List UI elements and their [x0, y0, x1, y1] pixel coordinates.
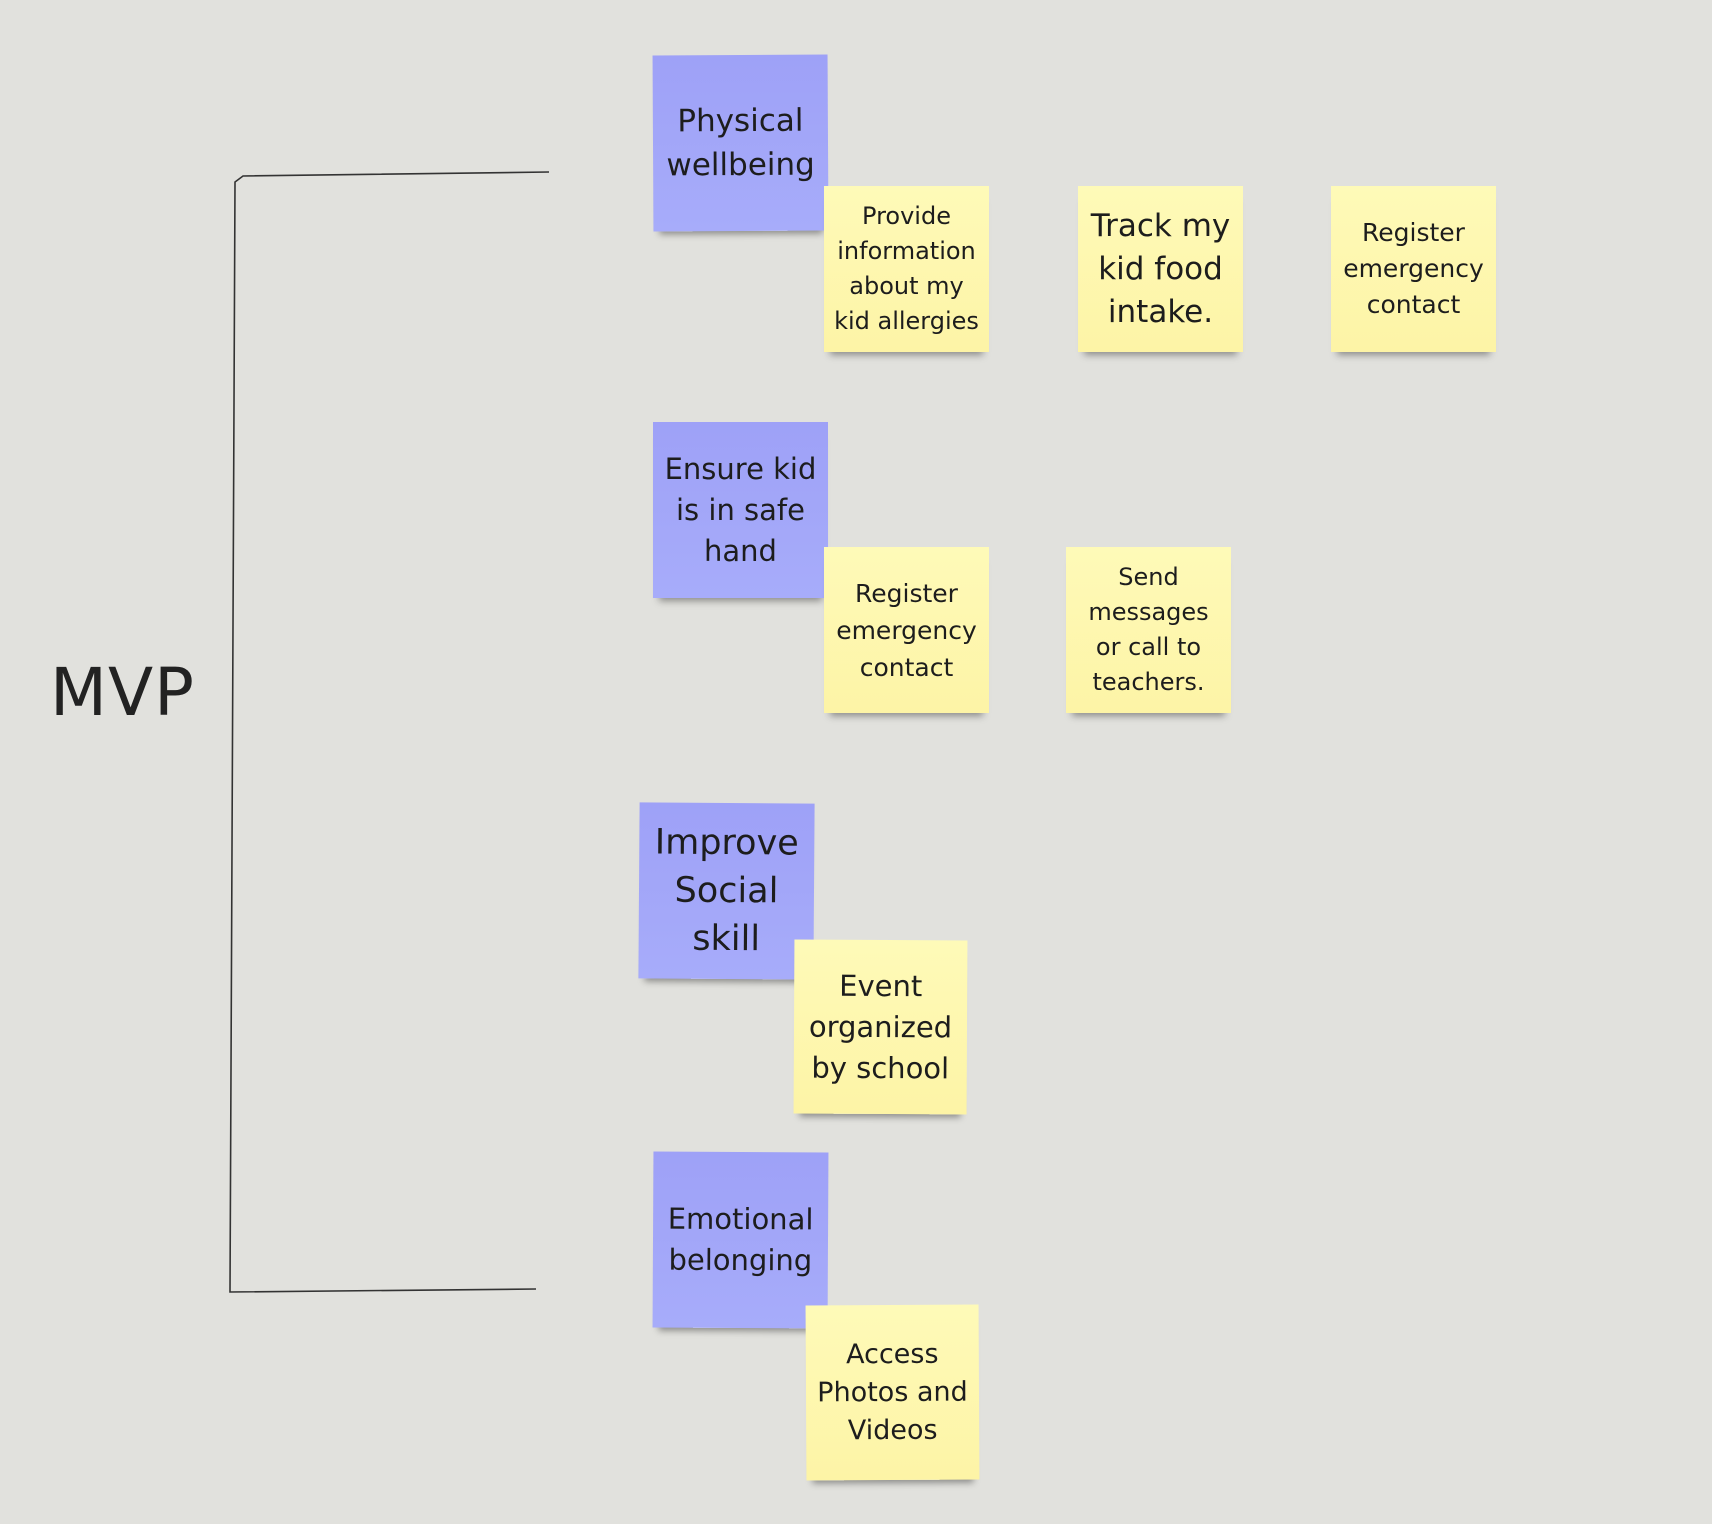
goal-note-label: Emotional belonging	[667, 1201, 814, 1278]
feature-note-label: Register emergency contact	[836, 578, 977, 682]
feature-note-track-food-intake[interactable]: Track my kid food intake.	[1078, 186, 1243, 352]
mvp-bracket-line	[229, 171, 550, 1293]
goal-note-label: Ensure kid is in safe hand	[664, 451, 817, 568]
feature-note-school-events[interactable]: Event organized by school	[793, 939, 968, 1115]
feature-note-label: Access Photos and Videos	[817, 1338, 968, 1446]
feature-note-label: Provide information about my kid allergi…	[834, 202, 979, 335]
feature-note-register-emergency-contact-2[interactable]: Register emergency contact	[824, 547, 989, 713]
goal-note-safe-hand[interactable]: Ensure kid is in safe hand	[653, 422, 828, 598]
feature-note-label: Send messages or call to teachers.	[1088, 563, 1209, 696]
feature-note-message-teachers[interactable]: Send messages or call to teachers.	[1066, 547, 1231, 713]
feature-note-label: Register emergency contact	[1343, 218, 1484, 319]
goal-note-label: Physical wellbeing	[666, 102, 815, 184]
goal-note-physical-wellbeing[interactable]: Physical wellbeing	[652, 54, 829, 232]
feature-note-register-emergency-contact[interactable]: Register emergency contact	[1331, 186, 1496, 352]
goal-note-social-skill[interactable]: Improve Social skill	[638, 802, 815, 980]
feature-note-allergies-info[interactable]: Provide information about my kid allergi…	[824, 186, 989, 352]
goal-note-label: Improve Social skill	[654, 822, 799, 960]
mvp-label: MVP	[50, 654, 195, 731]
feature-note-label: Event organized by school	[808, 968, 953, 1085]
goal-note-emotional-belonging[interactable]: Emotional belonging	[652, 1151, 829, 1329]
feature-note-label: Track my kid food intake.	[1090, 207, 1231, 330]
feature-note-photos-videos[interactable]: Access Photos and Videos	[805, 1304, 980, 1481]
